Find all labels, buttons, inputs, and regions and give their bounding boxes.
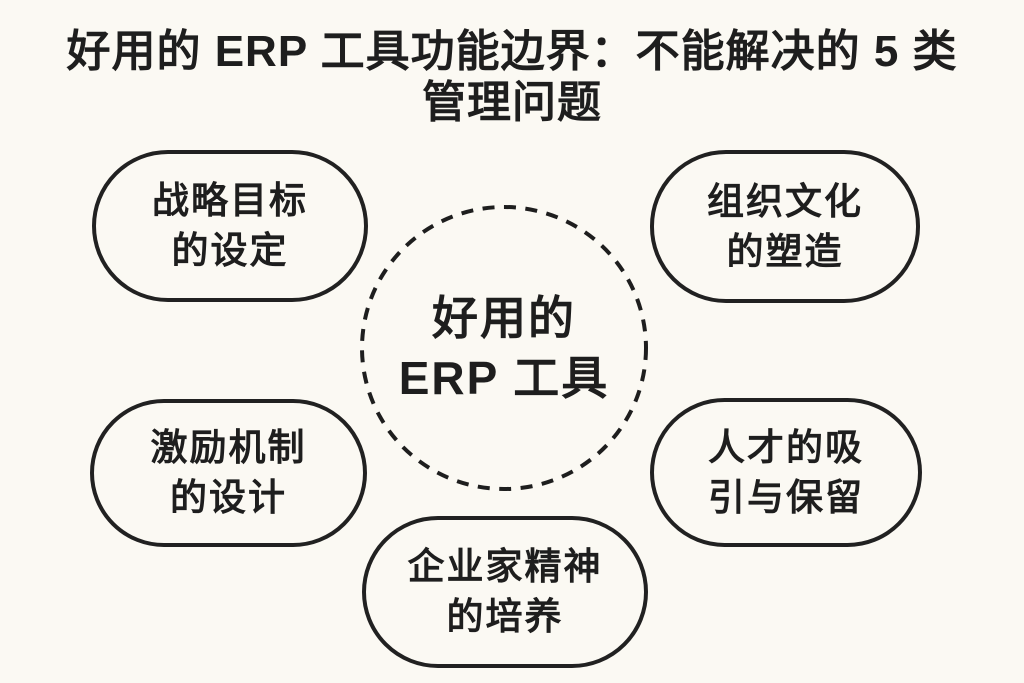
title-line-2: 管理问题 <box>422 78 602 127</box>
bubble-org-culture-line-1: 组织文化 <box>707 180 863 222</box>
bubble-entrepreneurship-line-2: 的培养 <box>446 596 564 637</box>
center-label-line-1: 好用的 <box>432 292 576 344</box>
bubble-strategic-goals-line-2: 的设定 <box>171 230 289 271</box>
diagram-title: 好用的 ERP 工具功能边界：不能解决的 5 类 管理问题 <box>0 26 1024 128</box>
bubble-org-culture: 组织文化 的塑造 <box>650 150 920 303</box>
center-node: 好用的 ERP 工具 <box>358 203 650 493</box>
bubble-talent-retention-line-1: 人才的吸 <box>708 426 864 468</box>
bubble-org-culture-line-2: 的塑造 <box>726 230 844 272</box>
bubble-incentive-design: 激励机制 的设计 <box>90 399 367 547</box>
bubble-talent-retention-line-2: 引与保留 <box>708 476 864 518</box>
bubble-strategic-goals-line-1: 战略目标 <box>152 180 308 221</box>
bubble-entrepreneurship: 企业家精神 的培养 <box>362 516 648 668</box>
dashed-circle-outline <box>360 205 648 491</box>
bubble-entrepreneurship-line-1: 企业家精神 <box>407 546 603 587</box>
title-line-1: 好用的 ERP 工具功能边界：不能解决的 5 类 <box>66 27 958 76</box>
bubble-strategic-goals: 战略目标 的设定 <box>92 150 368 302</box>
bubble-incentive-design-line-2: 的设计 <box>170 477 287 518</box>
center-label-line-2: ERP 工具 <box>398 352 610 404</box>
bubble-incentive-design-line-1: 激励机制 <box>150 427 307 468</box>
center-label: 好用的 ERP 工具 <box>358 203 650 493</box>
bubble-talent-retention: 人才的吸 引与保留 <box>650 398 922 547</box>
